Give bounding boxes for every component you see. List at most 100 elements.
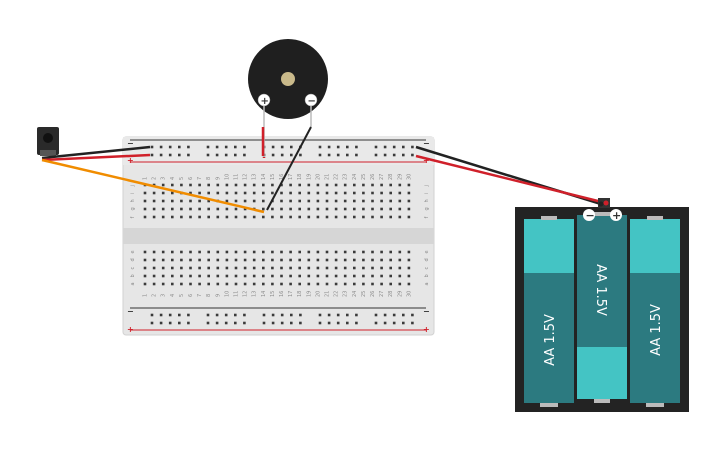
column-number: 1 [143, 177, 149, 180]
column-number: 30 [406, 174, 412, 180]
column-number: 11 [234, 291, 240, 297]
column-number: 28 [388, 291, 394, 297]
row-letter: c [424, 267, 430, 270]
battery-cell-right: AA 1.5V [630, 216, 680, 407]
column-number: 16 [279, 291, 285, 297]
column-number: 4 [170, 294, 176, 297]
row-letter: h [130, 199, 136, 202]
rail-minus-sign-bottom-right: − [423, 307, 430, 316]
column-number: 26 [370, 174, 376, 180]
rail-minus-sign-bottom-left: − [127, 307, 134, 316]
column-number: 22 [334, 174, 340, 180]
wire-red-rail-to-battery[interactable] [415, 154, 607, 205]
battery-pack[interactable]: AA 1.5V AA 1.5V AA 1.5V − + [515, 198, 689, 412]
rail-plus-sign-top-left: + [127, 156, 134, 165]
wires [41, 126, 607, 214]
row-letter: c [130, 267, 136, 270]
row-letter: e [130, 250, 136, 253]
row-letter: g [130, 207, 136, 210]
column-number: 24 [352, 291, 358, 297]
battery-minus-terminal [583, 209, 595, 221]
row-letter: b [130, 274, 136, 277]
battery-label-left: AA 1.5V [543, 314, 558, 366]
column-number: 3 [161, 177, 167, 180]
row-letter: e [424, 250, 430, 253]
column-number: 29 [397, 174, 403, 180]
column-number: 25 [361, 174, 367, 180]
column-number: 20 [315, 291, 321, 297]
column-number: 18 [297, 174, 303, 180]
column-number: 9 [215, 294, 221, 297]
column-number: 12 [243, 291, 249, 297]
column-number: 13 [252, 174, 258, 180]
column-number: 12 [243, 174, 249, 180]
column-number: 28 [388, 174, 394, 180]
battery-label-right: AA 1.5V [649, 304, 664, 356]
row-letter: f [424, 217, 430, 219]
row-letter: g [424, 207, 430, 210]
buzzer-plus-sign: + [261, 96, 269, 107]
column-number: 21 [325, 291, 331, 297]
column-number: 4 [170, 177, 176, 180]
column-number: 6 [188, 294, 194, 297]
battery-cell-left: AA 1.5V [524, 216, 574, 407]
column-number: 13 [252, 291, 258, 297]
row-letter: i [130, 193, 136, 194]
column-number: 3 [161, 294, 167, 297]
wire-black-buzzer-to-row[interactable] [266, 126, 312, 211]
column-number: 18 [297, 291, 303, 297]
column-number: 7 [197, 177, 203, 180]
row-letter: h [424, 199, 430, 202]
pushbutton[interactable] [37, 127, 59, 156]
row-letter: d [424, 258, 430, 261]
column-number: 11 [234, 174, 240, 180]
column-number: 30 [406, 291, 412, 297]
rail-plus-sign-bottom-left: + [127, 325, 134, 334]
column-number: 8 [206, 177, 212, 180]
wire-black-button-to-rail[interactable] [41, 145, 151, 160]
column-number: 27 [379, 291, 385, 297]
column-number: 14 [261, 174, 267, 180]
column-number: 5 [179, 177, 185, 180]
column-number: 25 [361, 291, 367, 297]
column-number: 16 [279, 174, 285, 180]
row-letter: j [424, 185, 430, 187]
column-number: 24 [352, 174, 358, 180]
row-letter: j [130, 185, 136, 187]
column-number: 22 [334, 291, 340, 297]
column-number: 19 [306, 291, 312, 297]
column-number: 20 [315, 174, 321, 180]
wire-orange-button-to-row[interactable] [41, 158, 265, 214]
column-number: 15 [270, 291, 276, 297]
column-number: 29 [397, 291, 403, 297]
column-number: 23 [343, 174, 349, 180]
battery-label-middle: AA 1.5V [593, 264, 608, 316]
row-letter: a [424, 282, 430, 285]
row-letter: f [130, 217, 136, 219]
column-number: 23 [343, 291, 349, 297]
battery-plus-sign: + [612, 209, 621, 222]
column-number: 6 [188, 177, 194, 180]
column-number: 2 [152, 294, 158, 297]
rail-minus-sign-top-right: − [423, 139, 430, 148]
rail-minus-sign-top-left: − [127, 139, 134, 148]
column-number: 7 [197, 294, 203, 297]
row-letter: i [424, 193, 430, 194]
row-letter: b [424, 274, 430, 277]
column-number: 2 [152, 177, 158, 180]
battery-minus-sign: − [586, 209, 595, 222]
wire-red-button-to-rail[interactable] [41, 153, 151, 162]
column-number: 14 [261, 291, 267, 297]
rail-plus-sign-top-right: + [423, 156, 430, 165]
column-number: 1 [143, 294, 149, 297]
column-number: 21 [325, 174, 331, 180]
column-number: 9 [215, 177, 221, 180]
column-number: 8 [206, 294, 212, 297]
battery-plus-terminal [610, 209, 622, 221]
column-number: 17 [288, 291, 294, 297]
column-number: 5 [179, 294, 185, 297]
